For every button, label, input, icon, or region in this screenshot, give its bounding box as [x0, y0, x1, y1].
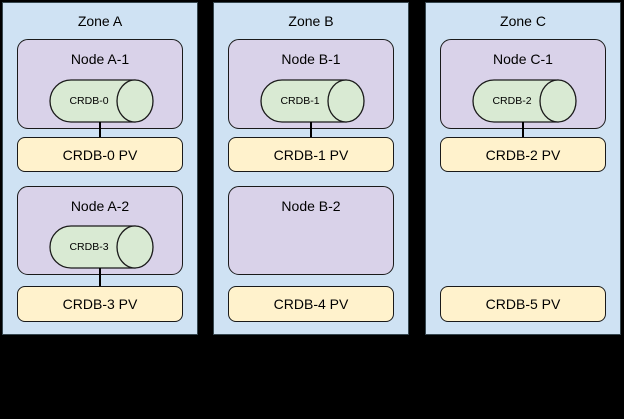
node-b1: Node B-1 CRDB-1 — [228, 39, 394, 129]
database-cylinder-icon — [49, 79, 154, 123]
node-c1-label: Node C-1 — [493, 51, 553, 67]
zone-b: Zone B Node B-1 CRDB-1 CRDB-1 PV Node B-… — [213, 2, 409, 335]
database-cylinder-icon — [260, 79, 365, 123]
pv-box-crdb-4: CRDB-4 PV — [228, 286, 394, 322]
pv-label: CRDB-2 PV — [485, 146, 561, 163]
node-b2-label: Node B-2 — [281, 198, 341, 214]
pod-label: CRDB-1 — [280, 95, 320, 107]
pv-box-crdb-1: CRDB-1 PV — [228, 137, 394, 172]
connector-line — [522, 122, 524, 138]
node-b2: Node B-2 — [228, 186, 394, 275]
pv-label: CRDB-0 PV — [62, 146, 138, 163]
connector-line — [99, 122, 101, 138]
connector-line — [310, 122, 312, 138]
pod-label: CRDB-2 — [492, 95, 532, 107]
pv-box-crdb-0: CRDB-0 PV — [17, 137, 183, 172]
node-a2: Node A-2 CRDB-3 — [17, 186, 183, 275]
zone-c-label: Zone C — [500, 13, 546, 29]
node-a1: Node A-1 CRDB-0 — [17, 39, 183, 129]
crdb-pod-cylinder-a1: CRDB-0 — [48, 79, 154, 123]
pv-label: CRDB-1 PV — [273, 146, 349, 163]
crdb-pod-cylinder-c1: CRDB-2 — [471, 79, 577, 123]
node-a2-label: Node A-2 — [70, 198, 130, 214]
pod-label: CRDB-0 — [69, 95, 109, 107]
zone-a: Zone A Node A-1 CRDB-0 CRDB-0 PV Node A-… — [2, 2, 198, 335]
pv-box-crdb-2: CRDB-2 PV — [440, 137, 606, 172]
node-a1-label: Node A-1 — [70, 51, 130, 67]
node-c1: Node C-1 CRDB-2 — [440, 39, 606, 129]
crdb-pod-cylinder-a2: CRDB-3 — [48, 225, 154, 269]
database-cylinder-icon — [49, 225, 154, 269]
node-b1-label: Node B-1 — [281, 51, 341, 67]
zone-b-label: Zone B — [288, 13, 334, 29]
pv-box-crdb-3: CRDB-3 PV — [17, 286, 183, 322]
pod-label: CRDB-3 — [69, 241, 109, 253]
pv-label: CRDB-4 PV — [273, 296, 349, 312]
zone-c: Zone C Node C-1 CRDB-2 CRDB-2 PV CRDB-5 … — [425, 2, 621, 335]
connector-line — [99, 268, 101, 286]
crdb-pod-cylinder-b1: CRDB-1 — [259, 79, 365, 123]
pv-box-crdb-5: CRDB-5 PV — [440, 286, 606, 322]
zone-a-label: Zone A — [77, 13, 123, 29]
pv-label: CRDB-5 PV — [485, 296, 561, 312]
database-cylinder-icon — [472, 79, 577, 123]
pv-label: CRDB-3 PV — [62, 296, 138, 312]
